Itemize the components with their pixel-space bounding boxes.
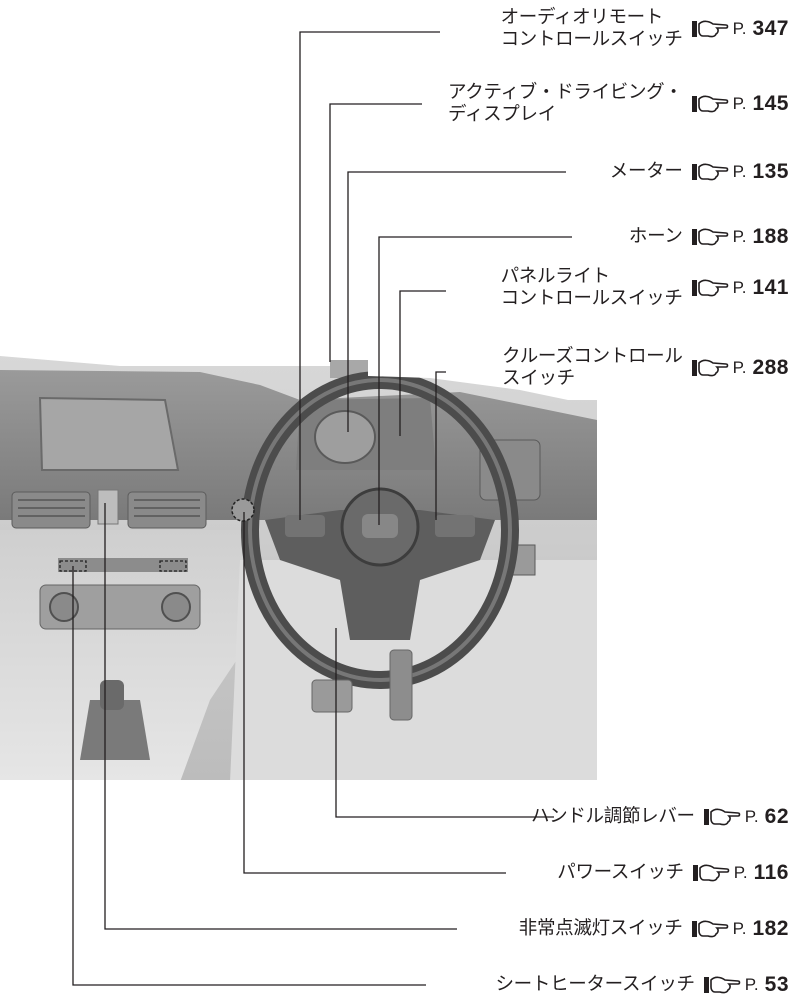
- callout-panel-light[interactable]: パネルライトコントロールスイッチ P. 141: [501, 266, 789, 310]
- page-prefix: P.: [733, 863, 748, 882]
- pointing-hand-icon: [691, 279, 728, 297]
- callout-power-switch[interactable]: パワースイッチ P. 116: [557, 861, 789, 885]
- pointing-hand-icon: [691, 20, 728, 38]
- page-number: 145: [752, 92, 789, 115]
- callout-steering-adjust[interactable]: ハンドル調節レバー P. 62: [531, 805, 789, 829]
- page-prefix: P.: [732, 278, 747, 297]
- page-number: 116: [753, 861, 789, 884]
- page-number: 347: [752, 17, 789, 40]
- pointing-hand-icon: [691, 228, 728, 246]
- pointing-hand-icon: [703, 976, 741, 994]
- page-prefix: P.: [732, 94, 747, 113]
- page-prefix: P.: [744, 975, 759, 994]
- page-number: 141: [752, 276, 789, 299]
- page-prefix: P.: [732, 227, 747, 246]
- page-reference[interactable]: P. 188: [691, 225, 789, 249]
- callout-label: アクティブ・ドライビング・ディスプレイ: [448, 82, 683, 125]
- callout-seat-heater[interactable]: シートヒータースイッチ P. 53: [495, 973, 789, 997]
- page-prefix: P.: [732, 358, 747, 377]
- callout-label: ホーン: [628, 226, 683, 247]
- callout-label: ハンドル調節レバー: [530, 806, 695, 827]
- page-number: 53: [764, 973, 789, 996]
- page-number: 182: [752, 917, 789, 940]
- page-reference[interactable]: P. 182: [691, 917, 789, 941]
- page-reference[interactable]: P. 116: [692, 861, 789, 885]
- callout-meter[interactable]: メーター P. 135: [610, 160, 789, 184]
- callout-audio-remote[interactable]: オーディオリモートコントロールスイッチ P. 347: [501, 7, 789, 51]
- callout-label: メーター: [609, 161, 683, 182]
- pointing-hand-icon: [691, 920, 728, 938]
- callout-horn[interactable]: ホーン P. 188: [629, 225, 789, 249]
- callout-label: シートヒータースイッチ: [495, 974, 695, 995]
- callout-active-driving-display[interactable]: アクティブ・ドライビング・ディスプレイ P. 145: [448, 82, 789, 126]
- pointing-hand-icon: [691, 95, 728, 113]
- page-reference[interactable]: P. 347: [691, 17, 789, 41]
- page-prefix: P.: [744, 807, 759, 826]
- pointing-hand-icon: [703, 808, 741, 826]
- page-reference[interactable]: P. 141: [691, 276, 789, 300]
- pointing-hand-icon: [692, 864, 730, 882]
- callout-label: パネルライトコントロールスイッチ: [500, 266, 683, 309]
- page-number: 135: [752, 160, 789, 183]
- page-prefix: P.: [732, 162, 747, 181]
- callout-cruise-control[interactable]: クルーズコントロールスイッチ P. 288: [502, 346, 789, 390]
- page-prefix: P.: [732, 919, 747, 938]
- page-prefix: P.: [732, 19, 747, 38]
- callout-label: 非常点滅灯スイッチ: [518, 918, 683, 939]
- page-reference[interactable]: P. 135: [691, 160, 789, 184]
- callout-label: パワースイッチ: [557, 862, 684, 883]
- callout-label: オーディオリモートコントロールスイッチ: [500, 7, 683, 50]
- page-reference[interactable]: P. 62: [703, 805, 789, 829]
- page-number: 62: [764, 805, 789, 828]
- page-reference[interactable]: P. 288: [691, 356, 789, 380]
- page-number: 288: [752, 356, 789, 379]
- callout-hazard[interactable]: 非常点滅灯スイッチ P. 182: [519, 917, 789, 941]
- page-number: 188: [752, 225, 789, 248]
- page-reference[interactable]: P. 53: [703, 973, 789, 997]
- page-reference[interactable]: P. 145: [691, 92, 789, 116]
- pointing-hand-icon: [691, 359, 728, 377]
- callout-label: クルーズコントロールスイッチ: [502, 346, 683, 389]
- pointing-hand-icon: [691, 163, 728, 181]
